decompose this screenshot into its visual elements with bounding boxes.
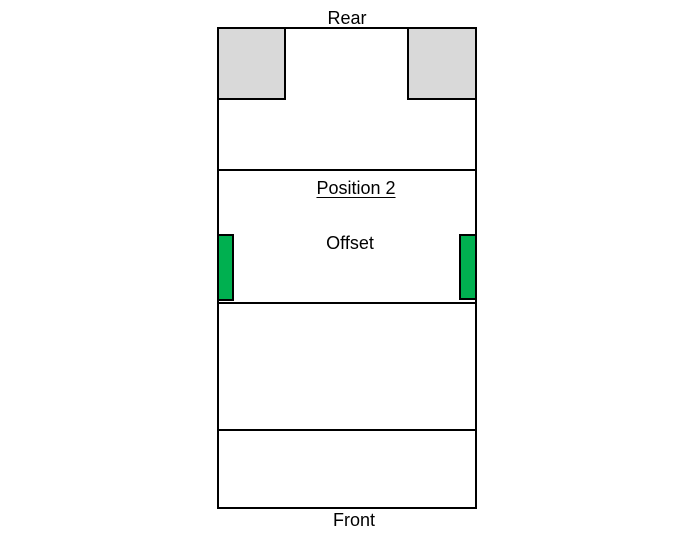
front-label: Front [332,510,376,530]
rear-right-block [407,27,477,100]
position-label: Position 2 [316,178,396,198]
offset-label: Offset [326,233,374,253]
offset-left-block [217,234,234,301]
section-divider [217,429,477,431]
offset-right-block [459,234,477,300]
section-divider [217,169,477,171]
rear-left-block [217,27,286,100]
section-divider [217,302,477,304]
rear-label: Rear [327,8,367,28]
